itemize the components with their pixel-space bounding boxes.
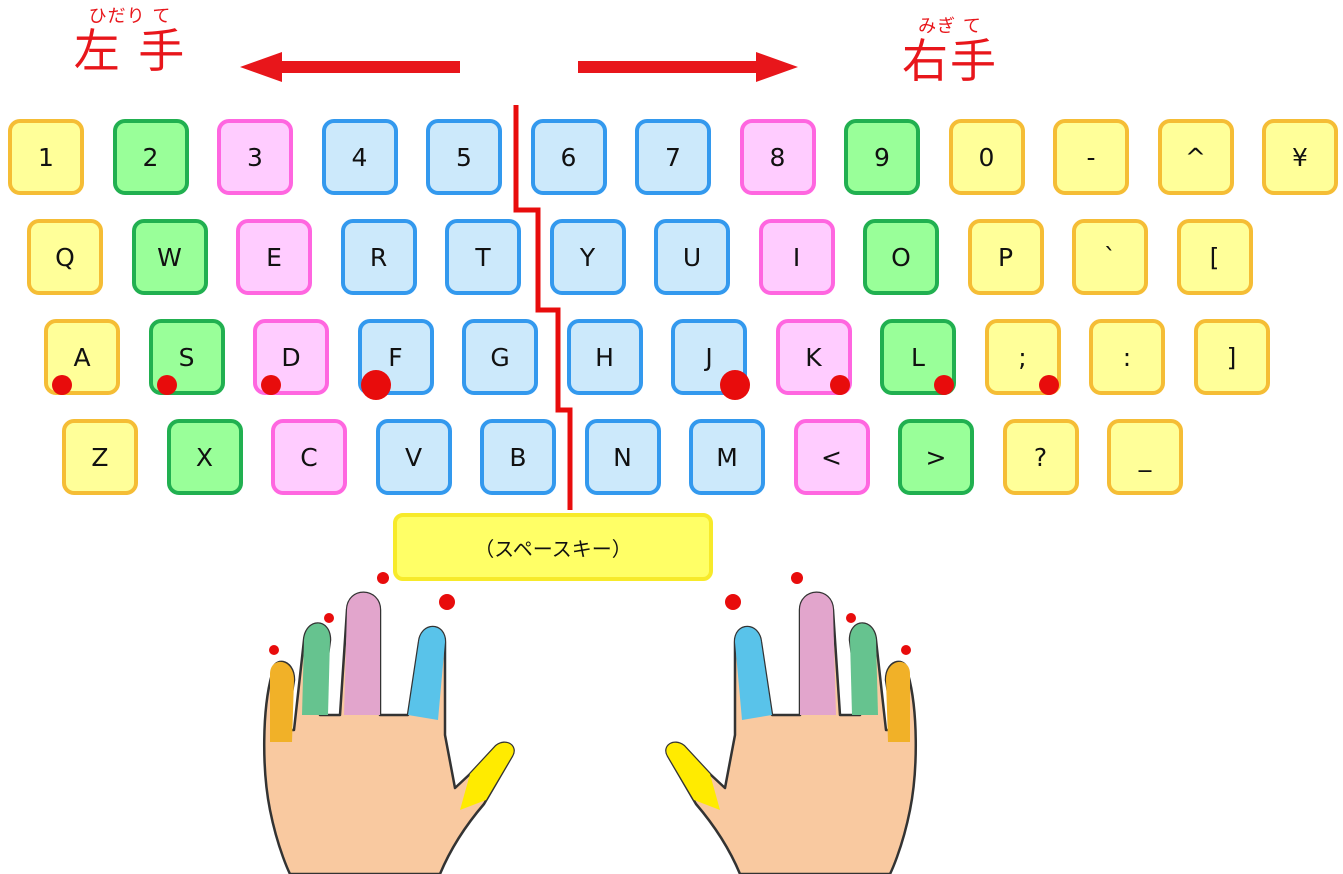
key-3-9[interactable]: L: [880, 319, 956, 395]
home-position-dot-icon: [829, 375, 850, 395]
key-1-9[interactable]: 9: [844, 119, 920, 195]
left-hand-header: ひだり て 左 手: [60, 6, 200, 78]
key-3-7[interactable]: J: [671, 319, 747, 395]
key-1-13[interactable]: ¥: [1262, 119, 1338, 195]
space-key[interactable]: （スペースキー）: [393, 513, 713, 581]
home-position-dot-icon: [1038, 375, 1059, 395]
right-hand: [665, 572, 917, 874]
key-1-10[interactable]: 0: [948, 119, 1025, 195]
hands-illustration: [263, 572, 917, 874]
home-position-dot-icon: [720, 370, 750, 400]
key-1-3[interactable]: 3: [217, 119, 293, 195]
left-hand-label: 左 手: [73, 24, 187, 78]
key-4-3[interactable]: C: [271, 419, 347, 495]
key-2-5[interactable]: T: [445, 219, 521, 295]
key-1-8[interactable]: 8: [739, 119, 816, 195]
space-key-label: （スペースキー）: [474, 536, 632, 561]
home-position-dot-icon: [360, 370, 391, 400]
home-position-dot-icon: [156, 375, 177, 395]
right-arrow-icon: [578, 52, 798, 82]
hand-split-divider: [513, 105, 573, 510]
home-position-dot-icon: [934, 375, 954, 395]
right-hand-label: 右手: [902, 34, 998, 88]
key-4-6[interactable]: N: [584, 419, 661, 495]
key-2-10[interactable]: P: [967, 219, 1044, 295]
left-hand-ruby: ひだり て: [88, 6, 172, 27]
key-4-4[interactable]: V: [375, 419, 452, 495]
key-3-12[interactable]: ]: [1193, 319, 1270, 395]
right-hand-header: みぎ て 右手: [895, 16, 1005, 88]
key-1-4[interactable]: 4: [321, 119, 398, 195]
key-2-4[interactable]: R: [340, 219, 417, 295]
key-1-1[interactable]: 1: [8, 119, 84, 195]
key-3-6[interactable]: H: [566, 319, 643, 395]
home-position-dot-icon: [261, 375, 281, 395]
key-3-5[interactable]: G: [462, 319, 538, 395]
home-position-dot-icon: [52, 375, 72, 395]
left-hand: [263, 572, 515, 874]
key-2-12[interactable]: [: [1176, 219, 1253, 295]
left-arrow-icon: [240, 52, 460, 82]
right-hand-ruby: みぎ て: [918, 16, 982, 37]
